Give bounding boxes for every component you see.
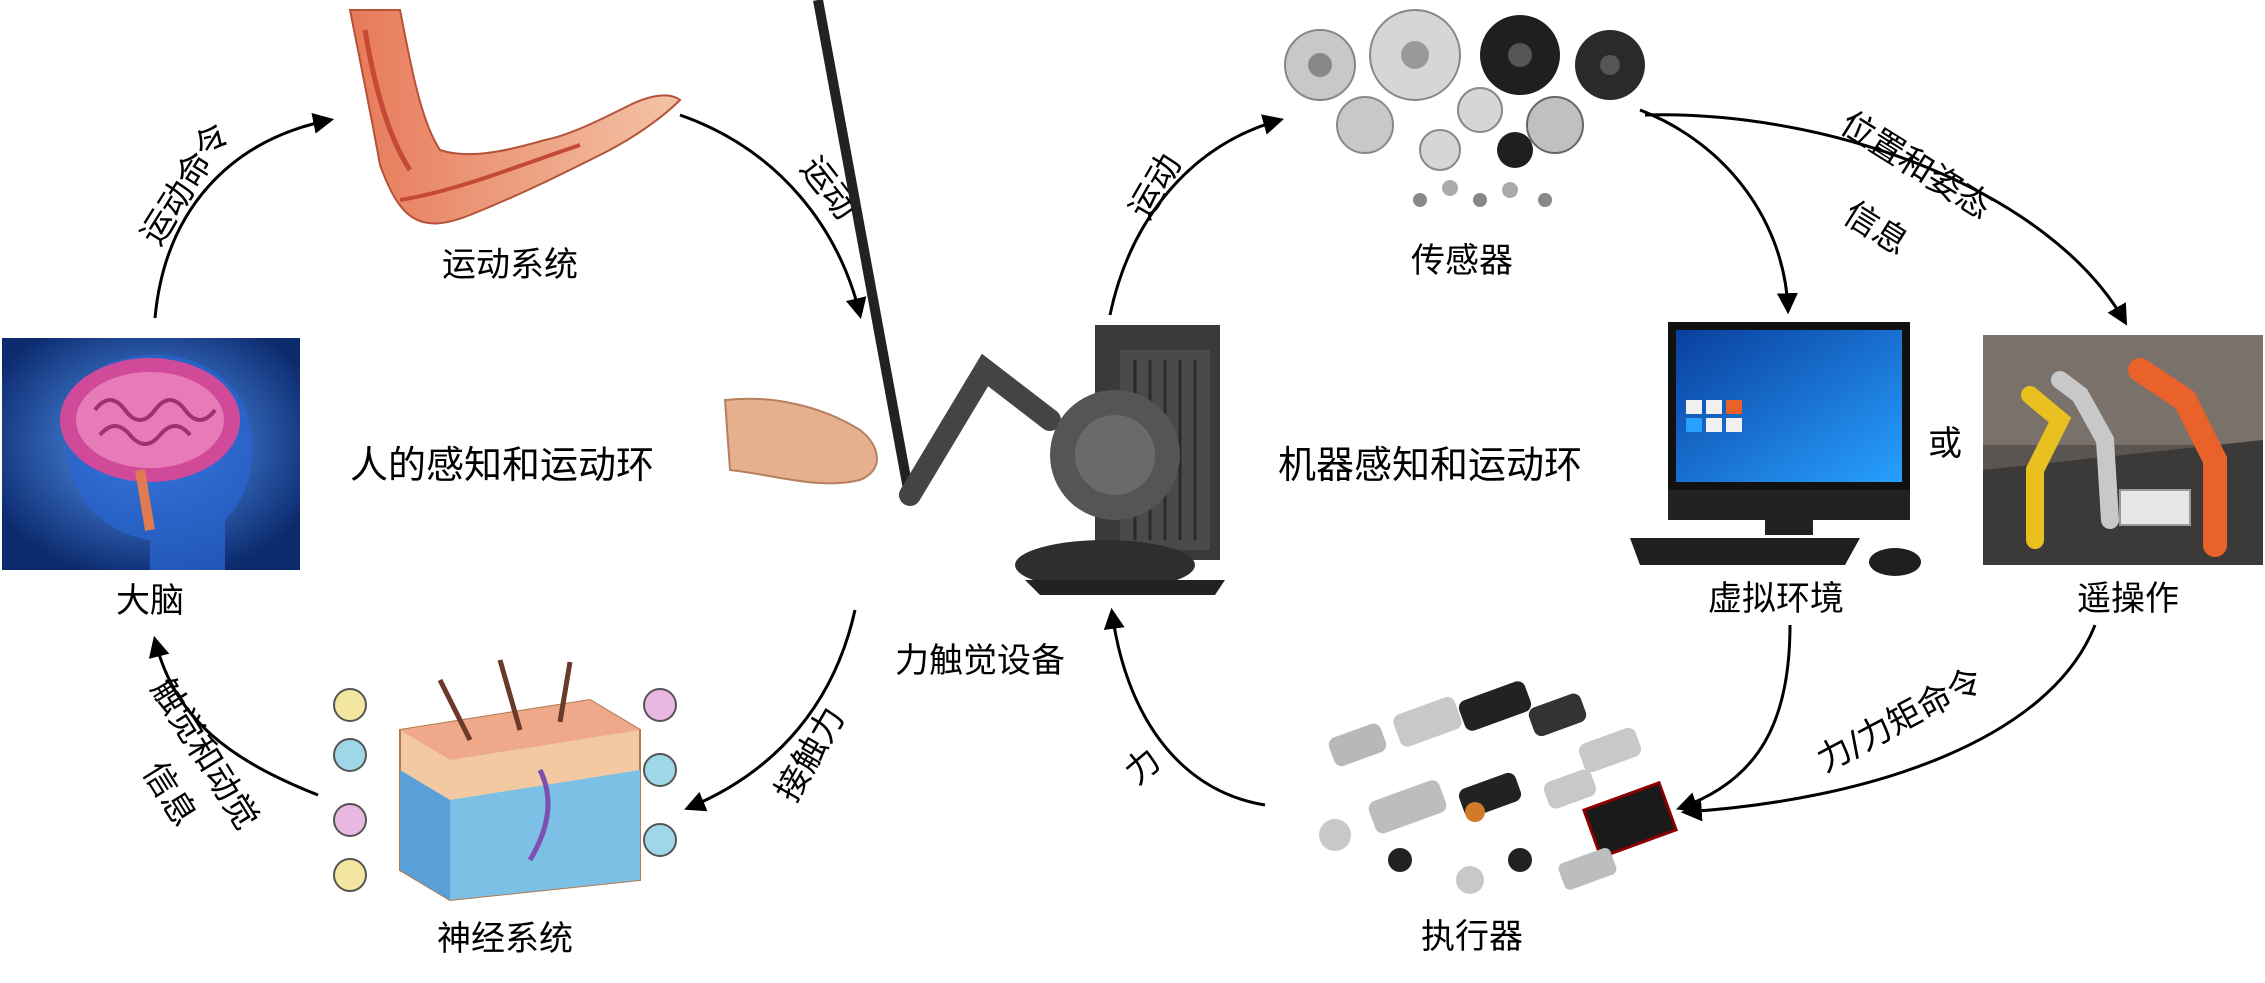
edge-machine-motion-label: 运动 (1121, 147, 1190, 226)
virtual-env-label: 虚拟环境 (1708, 579, 1844, 619)
edge-contact-force-label: 接触力 (768, 700, 854, 808)
edge-force-label: 力 (1117, 740, 1169, 792)
human-loop-title: 人的感知和运动环 (350, 443, 654, 487)
nervous-system-label: 神经系统 (437, 919, 573, 959)
arrow-motor-to-device (679, 113, 867, 320)
edge-force-torque-cmd-label: 力/力矩命令 (1810, 660, 1989, 781)
sensor-image (1284, 9, 1645, 207)
nervous-system-image (333, 659, 677, 902)
actuator-label: 执行器 (1421, 917, 1523, 957)
machine-loop-title: 机器感知和运动环 (1278, 443, 1582, 487)
arrow-nervous-to-brain (148, 635, 319, 797)
teleoperation-image (1983, 335, 2263, 565)
actuator-image (1319, 681, 1679, 894)
arrow-brain-to-motor (153, 113, 335, 319)
or-label: 或 (1928, 424, 1962, 464)
arrow-teleoperation-to-actuator (1680, 624, 2097, 822)
arrow-sensor-to-virtual-env (1639, 108, 1798, 315)
teleoperation-label: 遥操作 (2077, 579, 2179, 619)
arrow-sensor-to-teleoperation (1644, 113, 2128, 326)
arrow-virtual-env-to-actuator (1676, 624, 1792, 813)
edge-pose-info-label-2: 信息 (1836, 194, 1915, 264)
haptic-device-image (723, 0, 1225, 595)
arrow-device-to-nervous (684, 609, 857, 812)
motor-system-image (348, 9, 682, 225)
arrow-device-to-sensor (1108, 114, 1285, 316)
device-label: 力触觉设备 (895, 641, 1065, 681)
edge-motor-command-label: 运动命令 (133, 116, 239, 253)
sensor-label: 传感器 (1411, 241, 1513, 281)
virtual-env-image (1630, 322, 1921, 576)
brain-image (2, 338, 300, 570)
motor-system-label: 运动系统 (442, 245, 578, 285)
arrow-actuator-to-device (1103, 607, 1266, 807)
brain-label: 大脑 (116, 581, 184, 621)
